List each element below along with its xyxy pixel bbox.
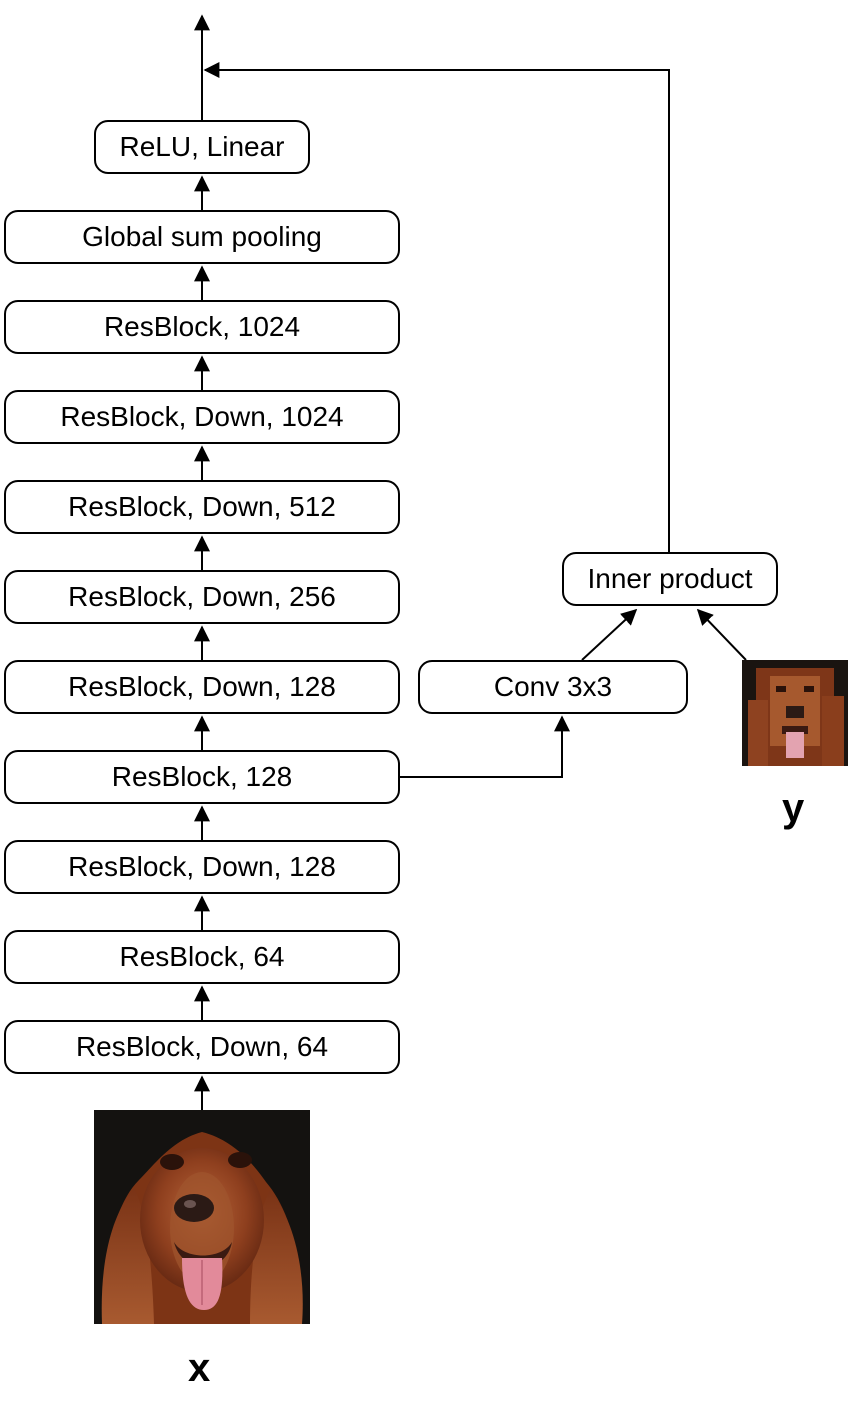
resblock-down-1024-label: ResBlock, Down, 1024 — [60, 401, 344, 432]
resblock-down-64-label: ResBlock, Down, 64 — [75, 1031, 329, 1062]
resblock-down-512-block: ResBlock, Down, 512 — [4, 480, 400, 534]
inner-product-label: Inner product — [587, 563, 753, 594]
resblock-down-128-lower-label: ResBlock, Down, 128 — [68, 851, 336, 882]
dog-image-x — [94, 1110, 310, 1324]
inner-product-block: Inner product — [562, 552, 778, 606]
resblock-down-256-block: ResBlock, Down, 256 — [4, 570, 400, 624]
conv-3x3-block: Conv 3x3 — [418, 660, 688, 714]
conv-3x3-label: Conv 3x3 — [493, 671, 613, 702]
relu-linear-label: ReLU, Linear — [119, 131, 285, 162]
resblock-64-block: ResBlock, 64 — [4, 930, 400, 984]
resblock-down-1024-block: ResBlock, Down, 1024 — [4, 390, 400, 444]
y-label: y — [782, 786, 805, 830]
resblock-down-128-lower-block: ResBlock, Down, 128 — [4, 840, 400, 894]
resblock-down-128-upper-block: ResBlock, Down, 128 — [4, 660, 400, 714]
resblock-128-label: ResBlock, 128 — [111, 761, 293, 792]
resblock-down-128-upper-label: ResBlock, Down, 128 — [68, 671, 336, 702]
global-sum-pooling-block: Global sum pooling — [4, 210, 400, 264]
resblock-down-64-block: ResBlock, Down, 64 — [4, 1020, 400, 1074]
x-label: x — [188, 1346, 211, 1390]
relu-linear-block: ReLU, Linear — [94, 120, 310, 174]
resblock-1024-block: ResBlock, 1024 — [4, 300, 400, 354]
resblock-1024-label: ResBlock, 1024 — [103, 311, 301, 342]
global-sum-pooling-label: Global sum pooling — [82, 221, 322, 252]
resblock-down-256-label: ResBlock, Down, 256 — [68, 581, 336, 612]
resblock-down-512-label: ResBlock, Down, 512 — [68, 491, 336, 522]
dog-image-y — [742, 660, 848, 766]
resblock-64-label: ResBlock, 64 — [119, 941, 285, 972]
resblock-128-block: ResBlock, 128 — [4, 750, 400, 804]
